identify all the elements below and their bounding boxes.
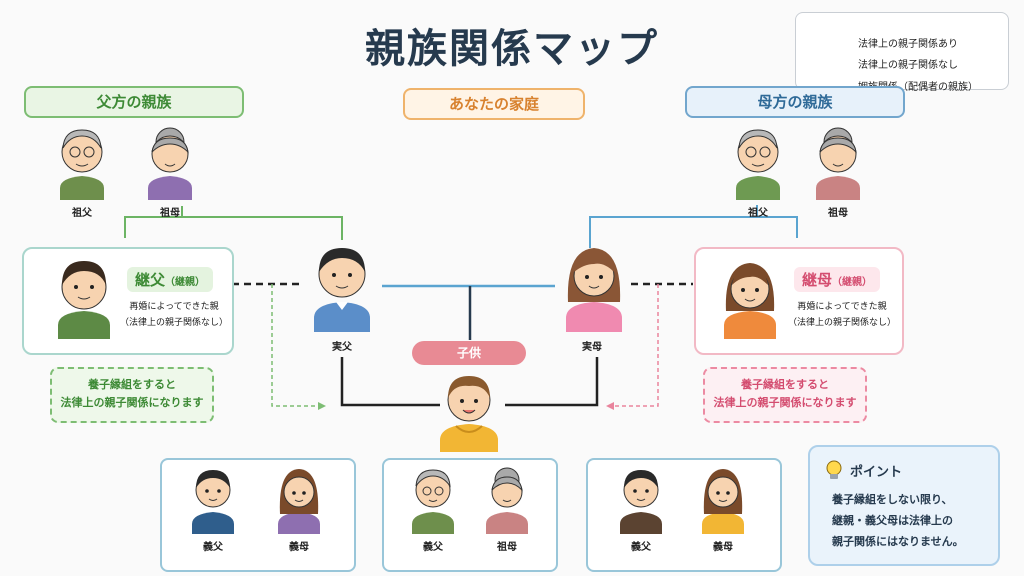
in-laws-group-1: 義父 義母 <box>160 458 356 572</box>
page-title: 親族関係マップ <box>365 26 659 72</box>
in-law-mother-2-label: 義母 <box>713 542 733 553</box>
father-label: 実父 <box>332 342 352 353</box>
in-law-grandfather-avatar <box>412 469 454 534</box>
child-avatar <box>440 376 498 452</box>
left-adoption-note: 養子縁組をすると 法律上の親子関係になります <box>50 367 214 423</box>
stepmother-tag: （継親） <box>832 277 873 288</box>
paternal-grandfather-label: 祖父 <box>72 208 92 219</box>
father-avatar <box>314 248 370 332</box>
maternal-relatives-tag: 母方の親族 <box>685 86 905 118</box>
left-adoption-note-line2: 法律上の親子関係になります <box>60 396 204 409</box>
stepmother-desc-1: 再婚によってできた親 <box>797 302 887 312</box>
in-law-mother-label: 義母 <box>289 542 309 553</box>
stepmother-desc-2: （法律上の親子関係なし） <box>787 318 896 328</box>
in-law-father-label: 義父 <box>203 542 223 553</box>
in-law-father-2-avatar <box>620 470 662 534</box>
point-text-line1: 養子縁組をしない限り、 <box>832 493 953 506</box>
maternal-grandmother-avatar <box>816 127 860 200</box>
maternal-grandfather-label: 祖父 <box>748 208 768 219</box>
in-laws-group-2: 義父 祖母 <box>382 458 558 572</box>
stepmother-card: 継母（継親） 再婚によってできた親 （法律上の親子関係なし） <box>694 247 904 355</box>
in-law-father-avatar <box>192 470 234 534</box>
stepmother-title: 継母 <box>802 271 833 289</box>
right-adoption-note: 養子縁組をすると 法律上の親子関係になります <box>703 367 867 423</box>
right-adoption-note-line1: 養子縁組をすると <box>741 378 829 391</box>
in-law-grandfather-label: 義父 <box>423 542 443 553</box>
in-law-grandmother-avatar <box>486 467 528 534</box>
stepfather-tag: （継親） <box>165 277 206 288</box>
paternal-relatives-tag: 父方の親族 <box>24 86 244 118</box>
stepmother-avatar <box>724 263 776 339</box>
maternal-grandfather-avatar <box>736 129 780 200</box>
left-adoption-arrow <box>271 284 320 407</box>
legend-item-non-legal: 法律上の親子関係なし <box>858 59 958 71</box>
point-title: ポイント <box>850 465 903 480</box>
stepfather-badge: 継父（継親） <box>127 267 214 292</box>
stepfather-title: 継父 <box>135 271 166 289</box>
in-law-mother-avatar <box>278 469 320 534</box>
point-text: 養子縁組をしない限り、 継親・義父母は法律上の 親子関係にはなりません。 <box>832 489 964 552</box>
in-laws-group-3: 義父 義母 <box>586 458 782 572</box>
in-law-mother-2-avatar <box>702 469 744 534</box>
in-law-father-2-label: 義父 <box>631 542 651 553</box>
stepfather-desc-1: 再婚によってできた親 <box>129 302 219 312</box>
legend: 法律上の親子関係あり 法律上の親子関係なし 姻族関係（配偶者の親族） <box>795 12 1009 93</box>
mother-child-line <box>505 357 599 407</box>
lightbulb-icon <box>826 460 842 479</box>
point-text-line2: 継親・義父母は法律上の <box>832 514 953 527</box>
in-law-grandmother-label: 祖母 <box>497 542 517 553</box>
stepmother-badge: 継母（継親） <box>794 267 881 292</box>
right-adoption-arrow <box>612 284 659 407</box>
left-adoption-note-line1: 養子縁組をすると <box>88 378 176 391</box>
stepfather-card: 継父（継親） 再婚によってできた親 （法律上の親子関係なし） <box>22 247 234 355</box>
child-label: 子供 <box>412 341 526 365</box>
legend-item-affinity: 姻族関係（配偶者の親族） <box>858 81 978 93</box>
mother-label: 実母 <box>582 342 602 353</box>
legend-item-legal: 法律上の親子関係あり <box>858 38 958 50</box>
father-child-line <box>340 357 440 407</box>
stepfather-desc-2: （法律上の親子関係なし） <box>119 318 228 328</box>
paternal-grandmother-label: 祖母 <box>160 208 180 219</box>
maternal-grandmother-label: 祖母 <box>828 208 848 219</box>
right-adoption-note-line2: 法律上の親子関係になります <box>713 396 857 409</box>
your-family-tag: あなたの家庭 <box>403 88 585 120</box>
paternal-grandfather-avatar <box>60 129 104 200</box>
point-text-line3: 親子関係にはなりません。 <box>832 535 964 548</box>
mother-avatar <box>566 248 622 332</box>
paternal-grandmother-avatar <box>148 127 192 200</box>
stepfather-avatar <box>58 261 110 339</box>
point-box: ポイント 養子縁組をしない限り、 継親・義父母は法律上の 親子関係にはなりません… <box>808 445 1000 566</box>
